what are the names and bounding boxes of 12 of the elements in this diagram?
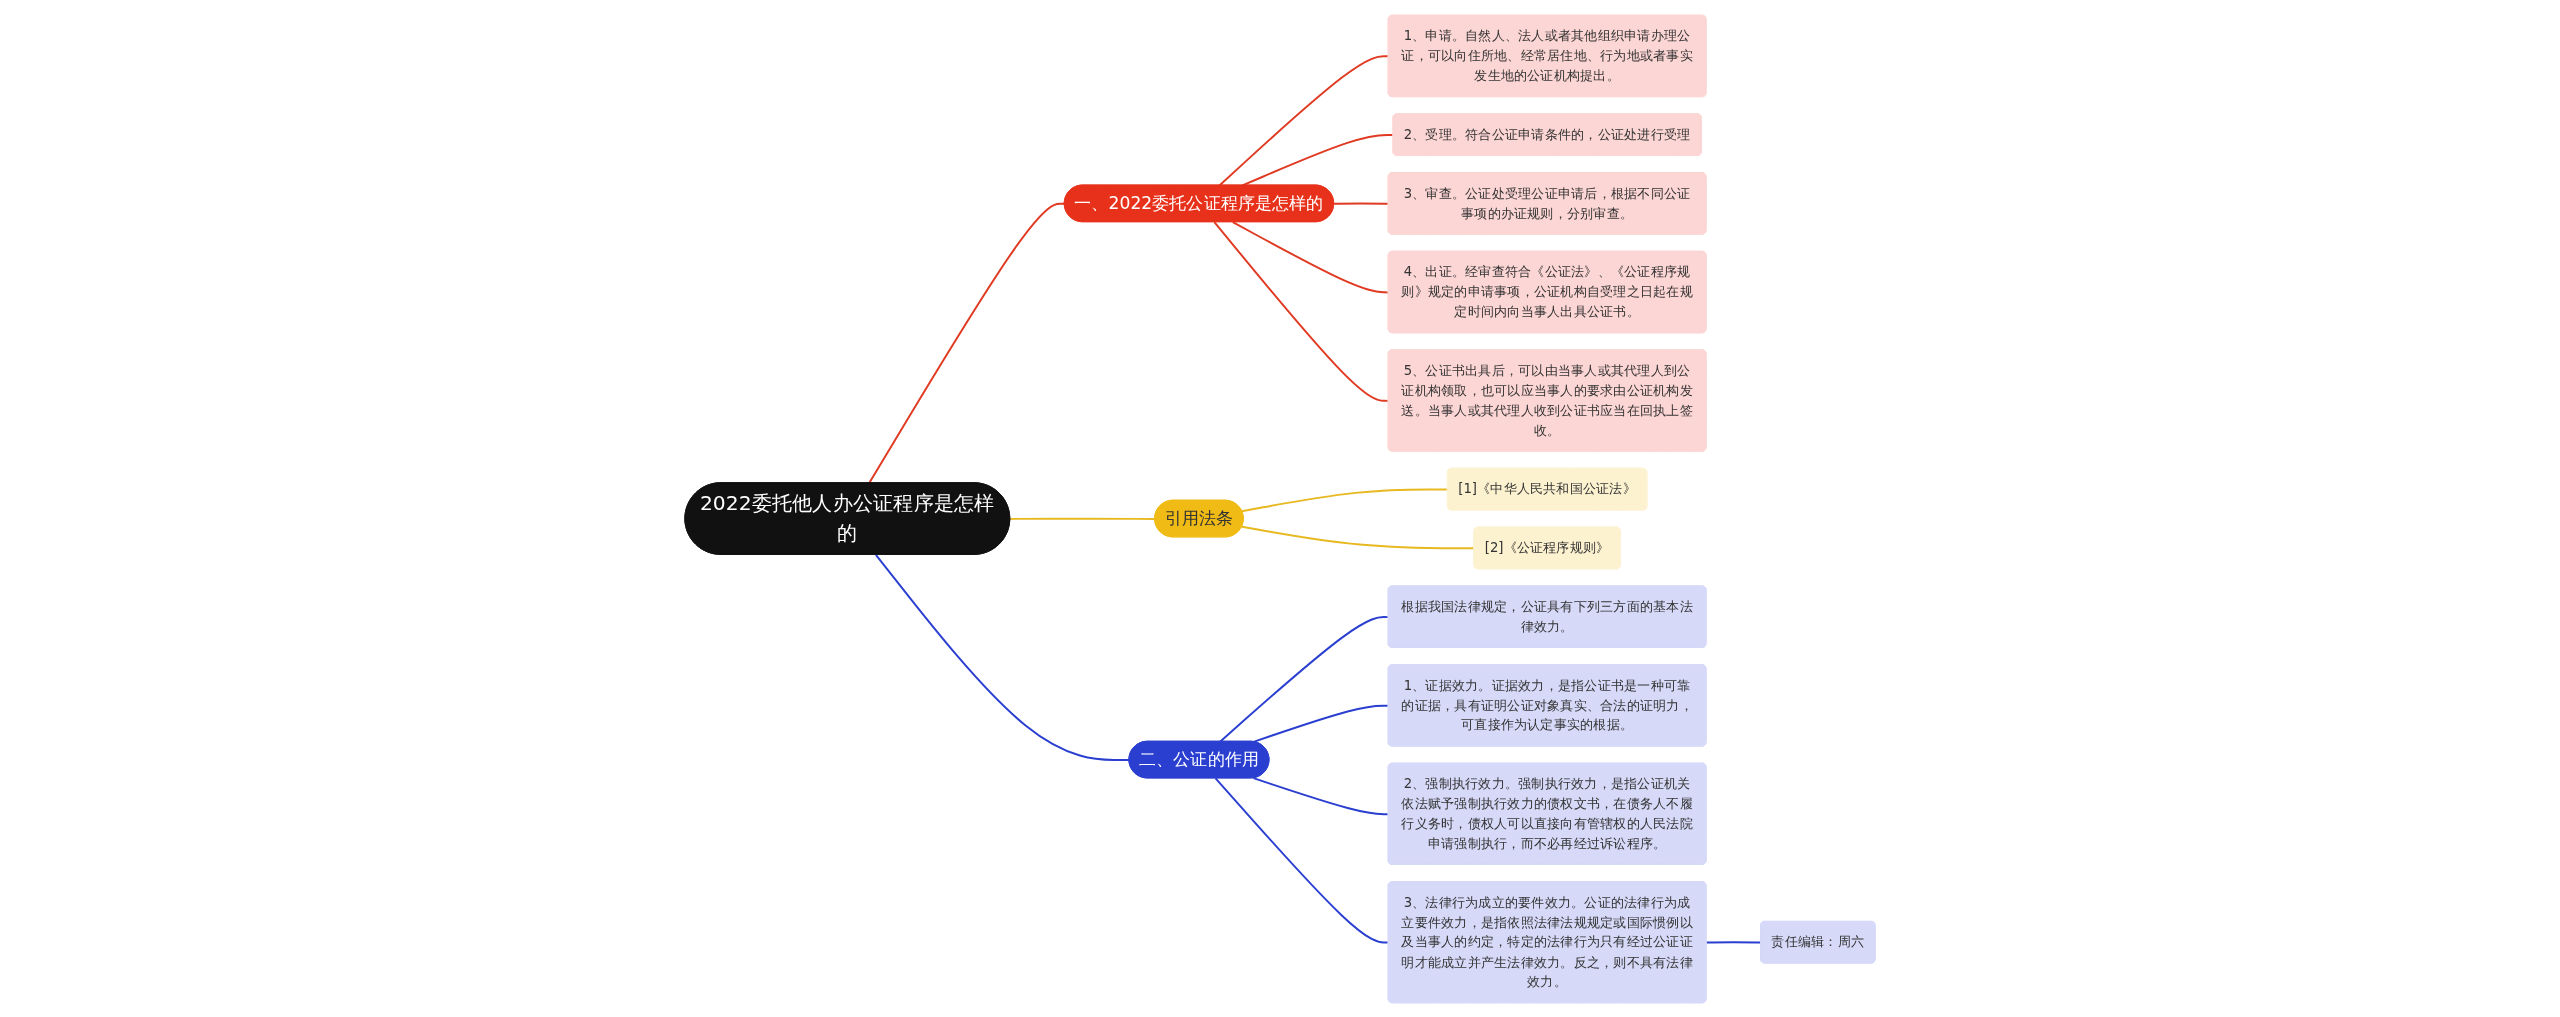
connector	[1009, 517, 1156, 520]
connector	[1240, 487, 1449, 512]
connector	[1333, 202, 1390, 205]
connector	[1214, 776, 1390, 944]
connector	[1218, 54, 1390, 186]
connector	[1231, 220, 1390, 293]
connector	[874, 553, 1131, 761]
connector	[1219, 615, 1390, 743]
connector	[1213, 220, 1390, 402]
connector	[868, 202, 1066, 484]
connector	[1705, 940, 1762, 944]
connector	[1252, 776, 1390, 815]
